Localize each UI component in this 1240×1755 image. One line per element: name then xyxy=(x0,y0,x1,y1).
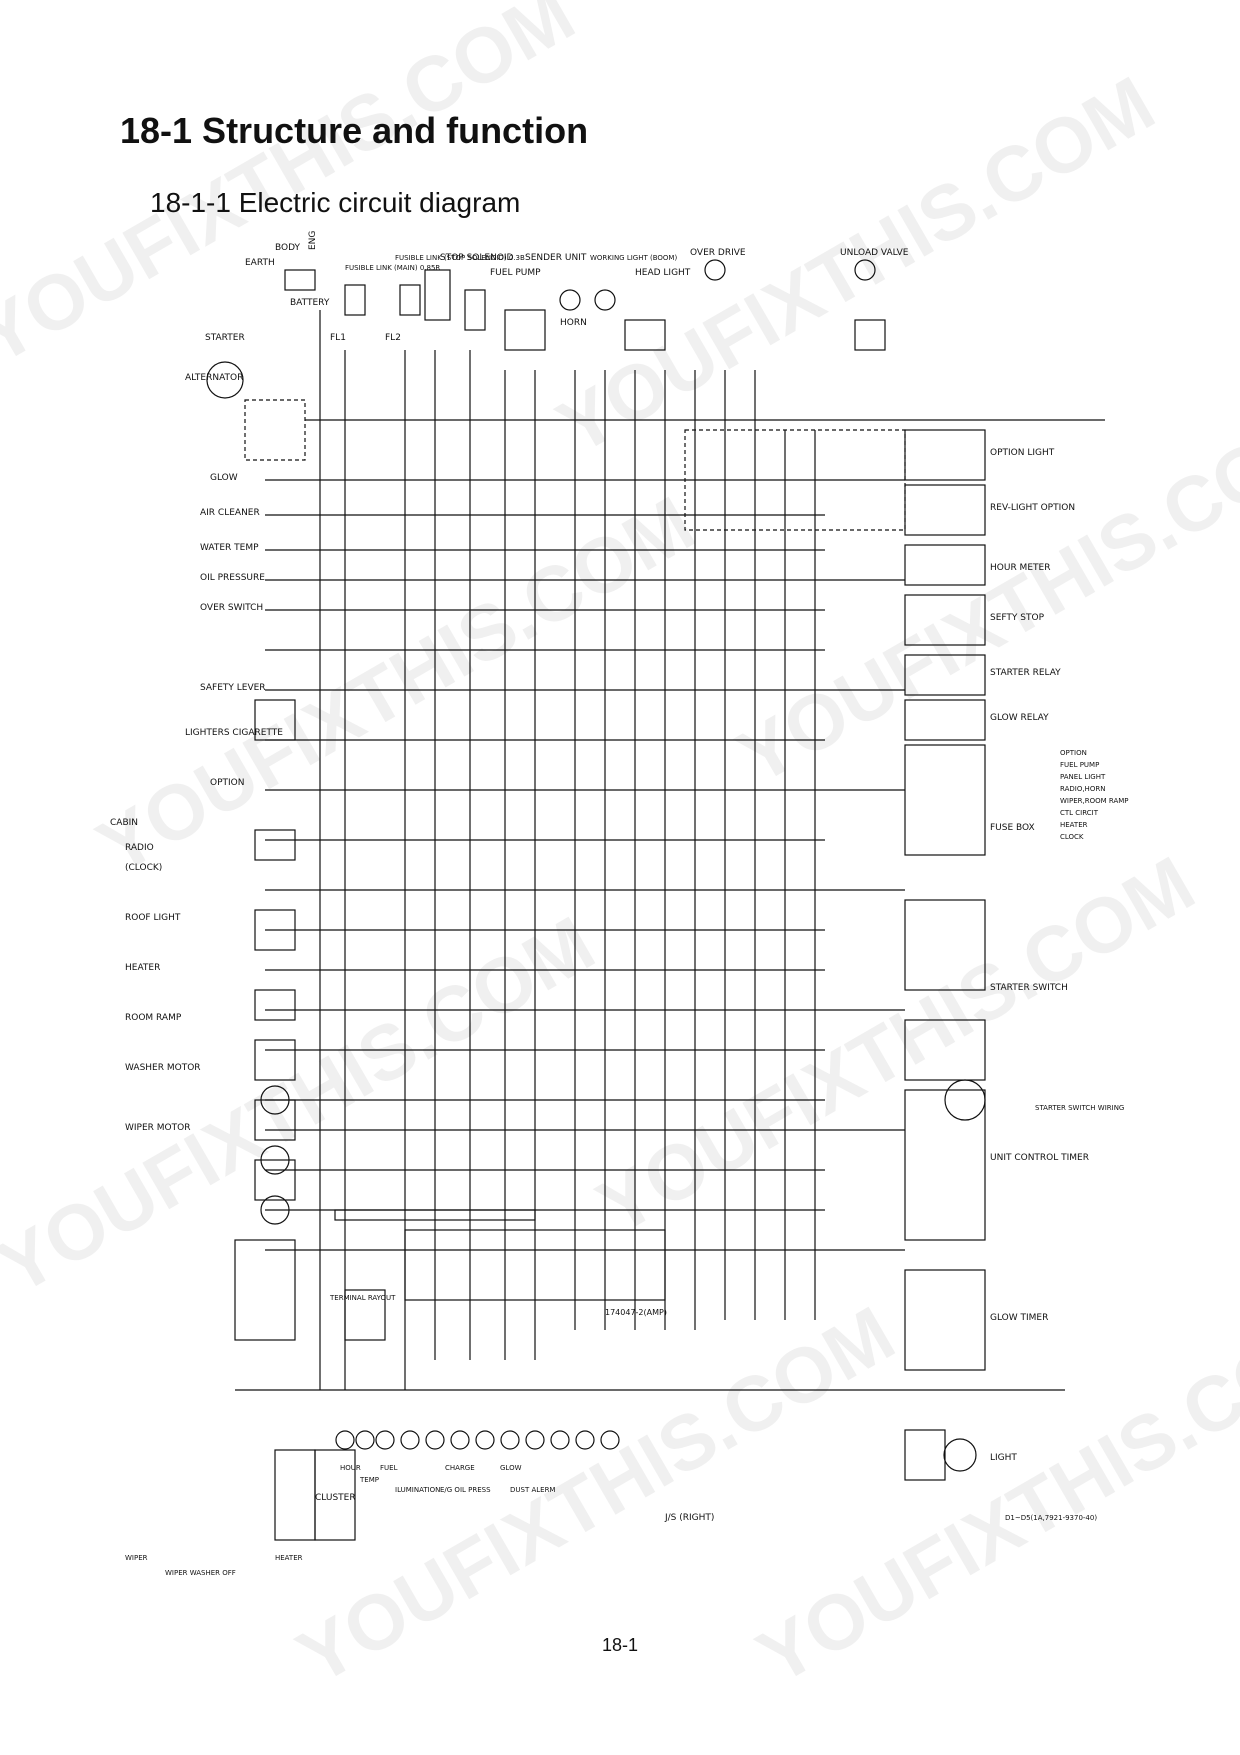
label-alternator: ALTERNATOR xyxy=(185,373,243,383)
fuse-legend-option: OPTION xyxy=(1060,749,1087,757)
label-stop-solenoid: STOP SOLENOID xyxy=(440,253,514,263)
label-light: LIGHT xyxy=(990,1453,1017,1463)
label-sefty-stop: SEFTY STOP xyxy=(990,613,1045,623)
label-air-cleaner: AIR CLEANER xyxy=(200,508,260,518)
label-wiper-motor: WIPER MOTOR xyxy=(125,1123,190,1133)
fuse-legend-ctl: CTL CIRCIT xyxy=(1060,809,1099,817)
label-over-switch: OVER SWITCH xyxy=(200,603,263,613)
label-wiper-washer: WIPER WASHER OFF xyxy=(165,1569,236,1577)
lamp-hour: HOUR xyxy=(340,1464,361,1472)
label-fusible-link-stop: FUSIBLE LINK (STOP SOLENOID) 0.3B xyxy=(395,254,525,262)
lamp-ilumination: ILUMINATION xyxy=(395,1486,440,1494)
fuse-legend-wiper: WIPER,ROOM RAMP xyxy=(1060,797,1129,805)
label-fuse-box: FUSE BOX xyxy=(990,823,1035,833)
fuse-legend-radio-horn: RADIO,HORN xyxy=(1060,785,1105,793)
label-clock: (CLOCK) xyxy=(125,863,162,873)
label-sender-unit: SENDER UNIT xyxy=(525,253,587,263)
fuse-legend-panel-light: PANEL LIGHT xyxy=(1060,773,1106,781)
label-glow: GLOW xyxy=(210,473,238,483)
label-starter: STARTER xyxy=(205,333,245,343)
label-option: OPTION xyxy=(210,778,244,788)
label-over-drive: OVER DRIVE xyxy=(690,248,746,258)
label-hour-meter: HOUR METER xyxy=(990,563,1050,573)
fuse-legend-heater: HEATER xyxy=(1060,821,1088,829)
label-terminal-layout: TERMINAL RAYOUT xyxy=(329,1294,396,1302)
label-starter-relay: STARTER RELAY xyxy=(990,668,1061,678)
lamp-charge: CHARGE xyxy=(445,1464,475,1472)
page-title: 18-1 Structure and function xyxy=(120,110,589,151)
page-subtitle: 18-1-1 Electric circuit diagram xyxy=(150,187,521,218)
lamp-glow: GLOW xyxy=(500,1464,522,1472)
label-glow-timer: GLOW TIMER xyxy=(990,1313,1048,1323)
label-radio: RADIO xyxy=(125,843,154,853)
label-glow-relay: GLOW RELAY xyxy=(990,713,1049,723)
label-room-ramp: ROOM RAMP xyxy=(125,1013,182,1023)
label-rev-light: REV-LIGHT OPTION xyxy=(990,503,1075,513)
label-roof-light: ROOF LIGHT xyxy=(125,913,181,923)
label-washer-motor: WASHER MOTOR xyxy=(125,1063,201,1073)
electric-circuit-diagram: ENGIN:L3E-W231KGA(MITSUBISHI) EARTH BODY… xyxy=(110,230,1129,1577)
label-heater-switch: HEATER xyxy=(275,1554,303,1562)
label-body: BODY xyxy=(275,243,301,253)
label-safety-lever: SAFETY LEVER xyxy=(200,683,266,693)
lamp-temp: TEMP xyxy=(359,1476,379,1484)
lamp-eg-oil-press: E/G OIL PRESS xyxy=(440,1486,491,1494)
label-cigarette-lighter: LIGHTERS CIGARETTE xyxy=(185,728,283,738)
fuse-legend-fuel-pump: FUEL PUMP xyxy=(1060,761,1099,769)
label-head-light: HEAD LIGHT xyxy=(635,268,691,278)
label-heater: HEATER xyxy=(125,963,160,973)
label-earth: EARTH xyxy=(245,258,275,268)
label-connector: 174047-2(AMP) xyxy=(605,1308,667,1317)
label-horn: HORN xyxy=(560,318,587,328)
label-battery: BATTERY xyxy=(290,298,330,308)
label-fl1: FL1 xyxy=(330,333,346,343)
label-working-light: WORKING LIGHT (BOOM) xyxy=(590,254,677,262)
label-fusible-link-main: FUSIBLE LINK (MAIN) 0.85R xyxy=(345,264,440,272)
label-water-temp: WATER TEMP xyxy=(200,543,259,553)
lamp-fuel: FUEL xyxy=(380,1464,398,1472)
label-option-light: OPTION LIGHT xyxy=(990,448,1055,458)
label-fuel-pump: FUEL PUMP xyxy=(490,268,541,278)
label-cabin: CABIN xyxy=(110,818,138,828)
label-wiper-switch: WIPER xyxy=(125,1554,148,1562)
label-unload-valve: UNLOAD VALVE xyxy=(840,248,909,258)
label-js: J/S (RIGHT) xyxy=(664,1513,714,1523)
label-fl2: FL2 xyxy=(385,333,401,343)
lamp-dust-alerm: DUST ALERM xyxy=(510,1486,555,1494)
label-diode: D1~D5(1A,7921-9370-40) xyxy=(1005,1514,1097,1522)
label-engine: ENGIN:L3E-W231KGA(MITSUBISHI) xyxy=(308,230,318,250)
label-oil-pressure: OIL PRESSURE xyxy=(200,573,265,583)
fuse-legend-clock: CLOCK xyxy=(1060,833,1084,841)
label-starter-switch-wiring: STARTER SWITCH WIRING xyxy=(1035,1104,1124,1112)
label-cluster: CLUSTER xyxy=(315,1493,356,1503)
page-number: 18-1 xyxy=(601,1635,639,1655)
label-unit-control-timer: UNIT CONTROL TIMER xyxy=(990,1153,1089,1163)
label-starter-switch: STARTER SWITCH xyxy=(990,983,1068,993)
